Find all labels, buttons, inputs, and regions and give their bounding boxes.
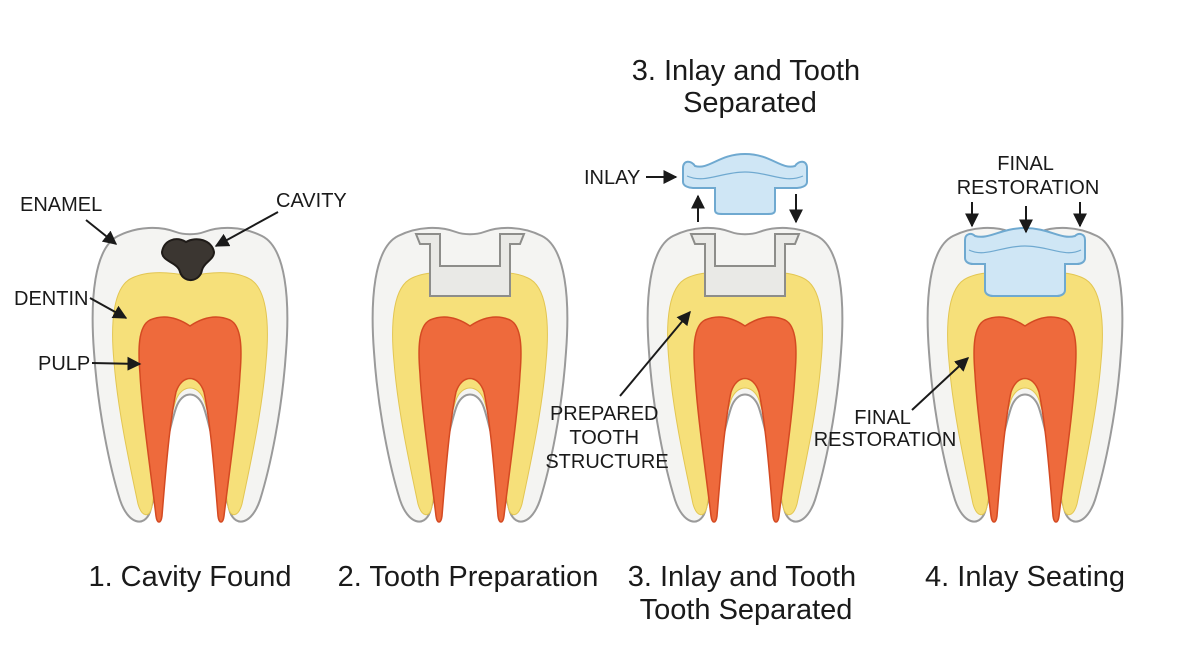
tooth-2-tooth-preparation: [371, 226, 569, 523]
tooth-4-inlay-seating: [926, 226, 1124, 523]
inlay-piece: [682, 152, 808, 215]
tooth-1-cavity-found: [91, 226, 289, 523]
tooth-3-inlay-separated: [646, 152, 844, 523]
label-final-restoration-side: FINAL RESTORATION: [814, 407, 957, 451]
caption-step-1: 1. Cavity Found: [88, 561, 291, 593]
pointer-enamel: [85, 219, 118, 245]
top-title: 3. Inlay and Tooth Separated: [632, 55, 868, 119]
pointer-cavity: [214, 211, 279, 247]
pulp-chamber: [693, 316, 797, 523]
inlay-highlight: [968, 245, 1082, 254]
pulp-chamber: [418, 316, 522, 523]
label-final-restoration-top: FINAL RESTORATION: [957, 153, 1100, 199]
label-pulp: PULP: [38, 353, 90, 375]
label-enamel: ENAMEL: [20, 194, 102, 216]
label-prepared-tooth-structure: PREPARED TOOTH STRUCTURE: [545, 403, 668, 473]
pointer-final-side: [911, 357, 970, 411]
cavity-lesion: [160, 238, 216, 281]
seated-inlay: [964, 226, 1086, 297]
pulp-chamber: [973, 316, 1077, 523]
label-cavity: CAVITY: [276, 190, 347, 212]
label-dentin: DENTIN: [14, 288, 88, 310]
prepared-cavity: [689, 233, 801, 297]
caption-step-3: 3. Inlay and Tooth Tooth Separated: [628, 561, 864, 626]
caption-step-4: 4. Inlay Seating: [925, 561, 1125, 593]
pulp-chamber: [138, 316, 242, 523]
pointer-prepared: [619, 310, 691, 397]
inlay-highlight: [686, 171, 804, 180]
prepared-cavity: [414, 233, 526, 297]
caption-step-2: 2. Tooth Preparation: [338, 561, 599, 593]
pointer-dentin: [89, 297, 128, 319]
pointer-pulp: [91, 356, 142, 371]
label-inlay: INLAY: [584, 167, 640, 189]
